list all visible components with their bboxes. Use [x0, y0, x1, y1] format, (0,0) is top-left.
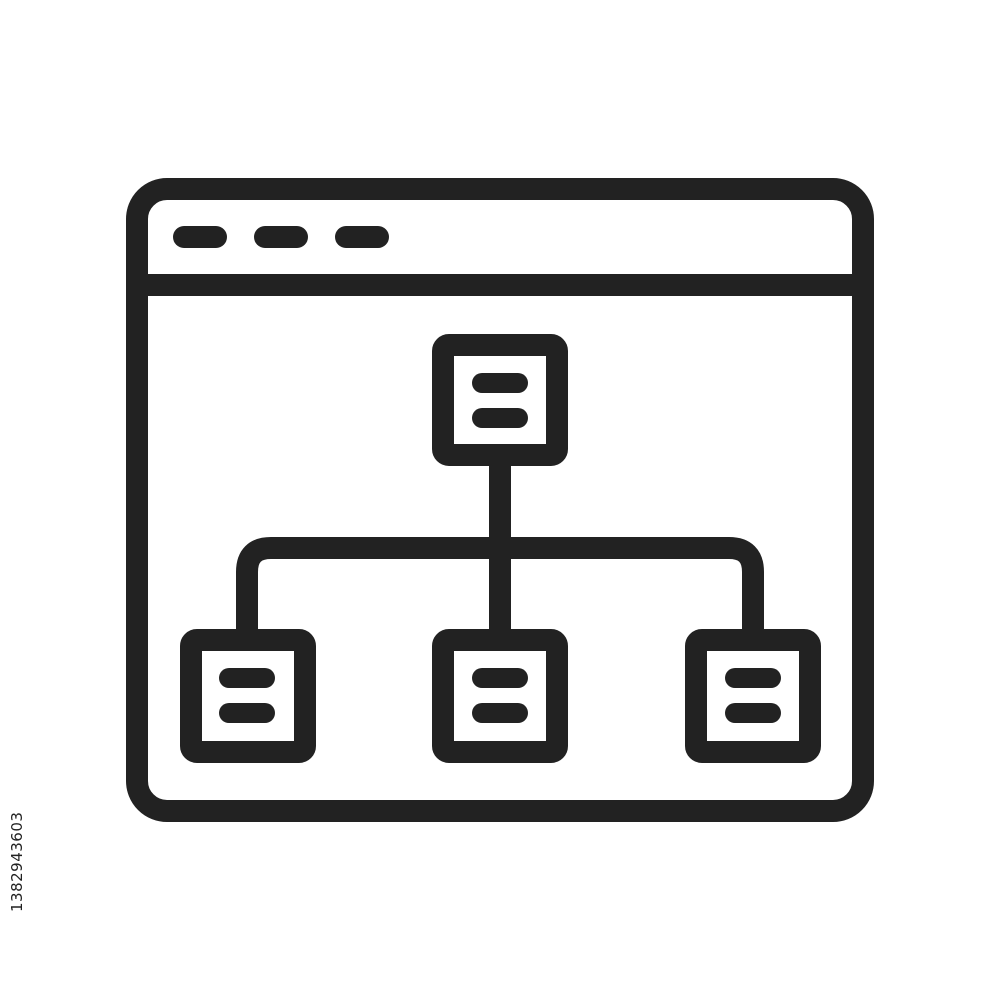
tree-connectors	[236, 455, 764, 640]
stock-image-id: 1382943603	[8, 811, 26, 912]
sitemap-node-child-left	[180, 629, 316, 763]
branch-connector	[236, 537, 764, 640]
sitemap-node-child-right	[685, 629, 821, 763]
sitemap-node-child-middle	[432, 629, 568, 763]
browser-window-frame	[126, 178, 874, 822]
sitemap-node-parent	[432, 334, 568, 466]
